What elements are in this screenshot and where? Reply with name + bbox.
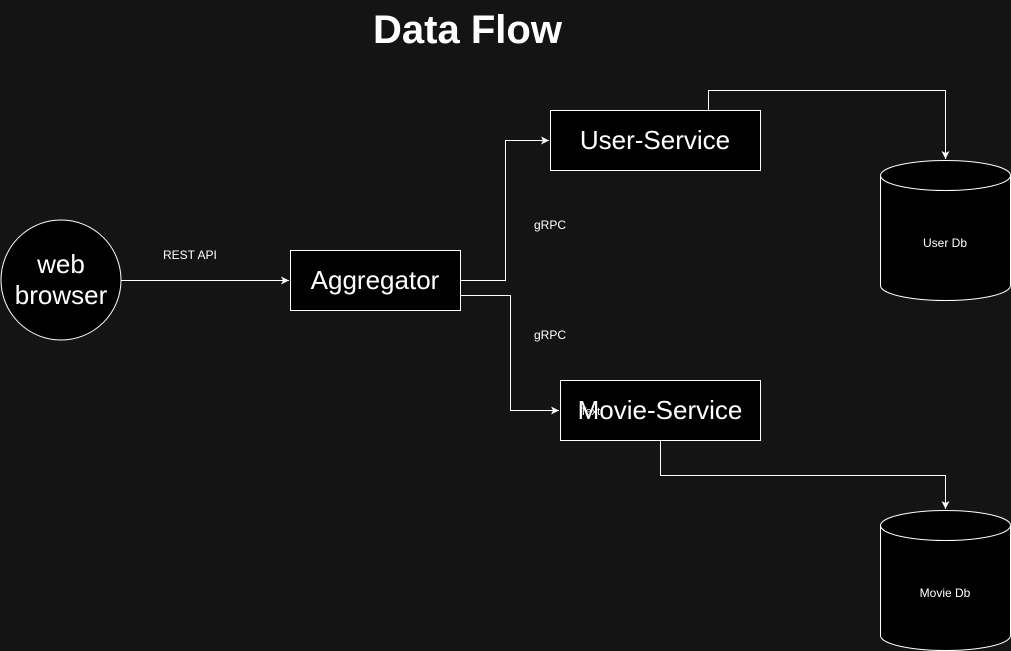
diagram-title: Data Flow [373, 8, 562, 52]
movie-db-node[interactable] [880, 510, 1011, 651]
movie-service-text-overlay: Text [580, 406, 601, 418]
aggregator-node[interactable] [290, 250, 461, 311]
user-service-label: User-Service [579, 124, 731, 155]
user-db-node[interactable] [880, 160, 1011, 301]
movie-service-node[interactable] [560, 380, 761, 441]
aggregator-label: Aggregator [310, 264, 440, 295]
movie-db-label: Movie Db [919, 585, 971, 600]
grpc-user-label: gRPC [534, 218, 567, 232]
grpc-movie-label: gRPC [534, 328, 567, 342]
edge-movie-service-to-movie-db [660, 441, 950, 509]
edge-user-service-to-user-db [708, 90, 950, 159]
web-browser-label: web browser [14, 249, 108, 310]
edge-aggregator-to-user-service [461, 136, 549, 281]
user-db-label: User Db [922, 235, 967, 250]
user-service-node[interactable] [550, 110, 761, 171]
movie-service-label: Movie-Service [577, 394, 743, 425]
rest-api-label: REST API [163, 248, 217, 262]
edge-aggregator-to-movie-service [461, 295, 559, 415]
